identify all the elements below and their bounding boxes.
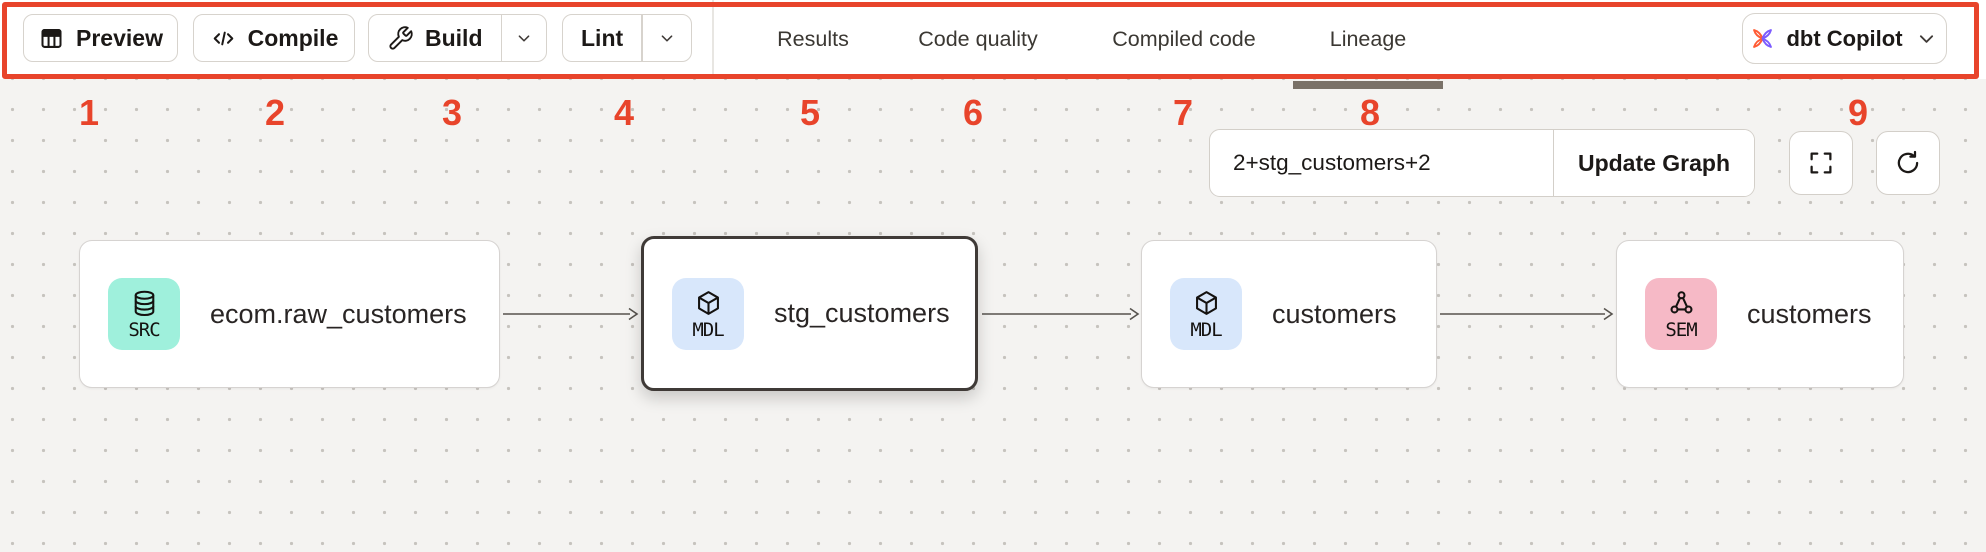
tab-label: Lineage bbox=[1329, 27, 1407, 51]
lineage-edge bbox=[982, 307, 1140, 321]
build-button[interactable]: Build bbox=[369, 15, 501, 61]
dbt-logo-icon bbox=[1753, 29, 1773, 48]
lineage-edge bbox=[1440, 307, 1614, 321]
lineage-selector-input[interactable] bbox=[1210, 130, 1553, 196]
divider bbox=[641, 15, 643, 61]
update-graph-button[interactable]: Update Graph bbox=[1554, 130, 1754, 196]
semantic-badge: SEM bbox=[1645, 278, 1717, 350]
toolbar-pane-divider bbox=[712, 0, 714, 79]
compile-button[interactable]: Compile bbox=[193, 14, 355, 62]
node-label: customers bbox=[1747, 298, 1872, 329]
annotation-number: 8 bbox=[1359, 92, 1381, 133]
badge-label: MDL bbox=[692, 318, 724, 341]
annotation-number: 7 bbox=[1172, 92, 1194, 133]
lineage-node-source[interactable]: SRC ecom.raw_customers bbox=[79, 240, 500, 388]
annotation-number: 3 bbox=[441, 92, 463, 133]
tab-code-quality[interactable]: Code quality bbox=[908, 0, 1048, 79]
tab-label: Results bbox=[777, 27, 849, 51]
refresh-button[interactable] bbox=[1876, 131, 1940, 195]
preview-label: Preview bbox=[76, 24, 163, 51]
lineage-node-customers-model[interactable]: MDL customers bbox=[1141, 240, 1437, 388]
lint-button[interactable]: Lint bbox=[563, 15, 641, 61]
annotation-number: 4 bbox=[613, 92, 635, 133]
annotation-number: 5 bbox=[799, 92, 821, 133]
toolbar: Preview Compile Build Li bbox=[0, 0, 1986, 79]
tab-compiled-code[interactable]: Compiled code bbox=[1101, 0, 1267, 79]
table-icon bbox=[41, 28, 62, 48]
lineage-selector-group: Update Graph bbox=[1209, 129, 1755, 197]
tab-label: Compiled code bbox=[1112, 27, 1256, 51]
badge-label: MDL bbox=[1190, 319, 1222, 341]
build-split-button: Build bbox=[368, 14, 547, 62]
code-icon bbox=[213, 31, 233, 45]
source-badge: SRC bbox=[108, 278, 180, 350]
annotation-number: 6 bbox=[962, 92, 984, 133]
model-badge: MDL bbox=[672, 277, 744, 350]
tab-results[interactable]: Results bbox=[772, 0, 854, 79]
dbt-copilot-button[interactable]: dbt Copilot bbox=[1742, 13, 1947, 64]
semantic-model-icon bbox=[1670, 291, 1692, 314]
badge-label: SEM bbox=[1665, 319, 1697, 341]
node-label: ecom.raw_customers bbox=[210, 298, 467, 329]
copilot-label: dbt Copilot bbox=[1786, 25, 1903, 51]
preview-button[interactable]: Preview bbox=[23, 14, 178, 62]
tab-label: Code quality bbox=[918, 27, 1038, 51]
database-icon bbox=[134, 290, 154, 317]
chevron-down-icon bbox=[518, 35, 530, 42]
lint-dropdown-button[interactable] bbox=[643, 15, 691, 61]
chevron-down-icon bbox=[661, 35, 673, 42]
lineage-node-customers-semantic[interactable]: SEM customers bbox=[1616, 240, 1904, 388]
build-dropdown-button[interactable] bbox=[502, 15, 546, 61]
annotation-number: 9 bbox=[1847, 92, 1869, 133]
cube-icon bbox=[697, 290, 719, 315]
tab-lineage[interactable]: Lineage bbox=[1324, 0, 1412, 79]
active-tab-underline bbox=[1293, 81, 1443, 89]
cube-icon bbox=[1195, 291, 1217, 315]
badge-label: SRC bbox=[128, 319, 160, 341]
node-label: stg_customers bbox=[774, 298, 950, 328]
lineage-node-stg-customers[interactable]: MDL stg_customers bbox=[641, 236, 978, 391]
lineage-edge bbox=[503, 307, 639, 321]
divider bbox=[500, 15, 502, 61]
lint-label: Lint bbox=[581, 24, 624, 51]
annotation-number: 1 bbox=[78, 92, 100, 133]
chevron-down-icon bbox=[1919, 35, 1933, 43]
annotation-number: 2 bbox=[264, 92, 286, 133]
build-label: Build bbox=[425, 24, 483, 51]
fullscreen-icon bbox=[1810, 152, 1832, 174]
wrench-icon bbox=[389, 25, 413, 50]
fullscreen-button[interactable] bbox=[1789, 131, 1853, 195]
node-label: customers bbox=[1272, 298, 1397, 329]
lint-split-button: Lint bbox=[562, 14, 692, 62]
refresh-icon bbox=[1897, 150, 1919, 174]
compile-label: Compile bbox=[247, 24, 339, 51]
model-badge: MDL bbox=[1170, 278, 1242, 350]
divider bbox=[1552, 130, 1554, 196]
